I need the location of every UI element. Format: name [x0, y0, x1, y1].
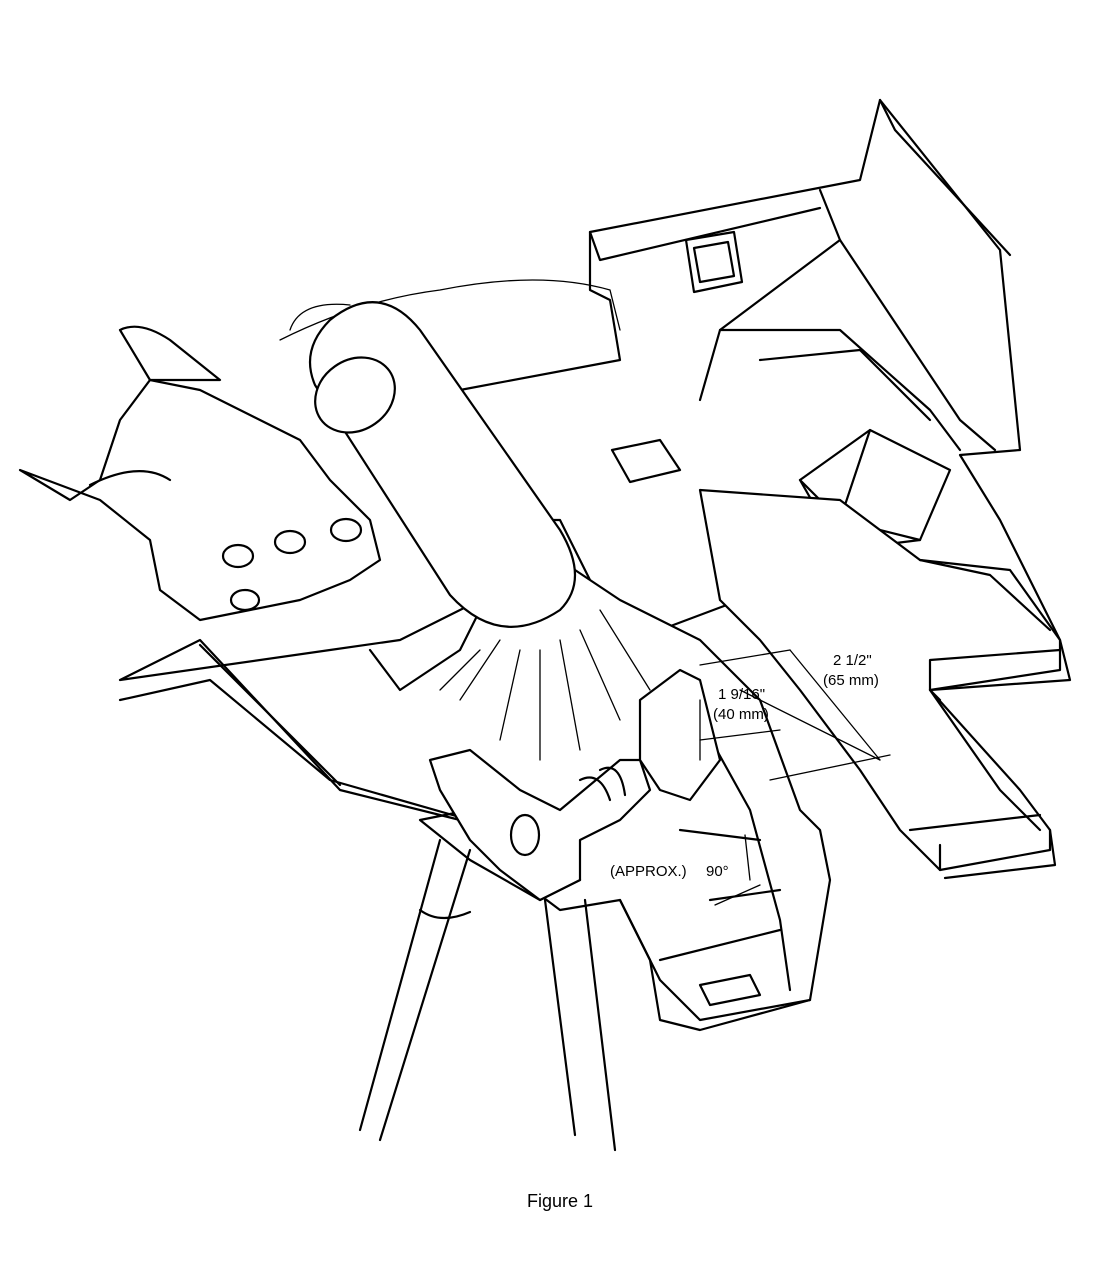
slot-hole-lower — [698, 973, 762, 1007]
slot-hole-mid — [610, 438, 682, 484]
impact-lines — [439, 609, 651, 761]
approx-label: (APPROX.) — [610, 863, 687, 880]
slot-hole-upper — [684, 230, 744, 294]
dim-inner-inches: 1 9/16" — [718, 686, 766, 703]
dim-outer-mm: (65 mm) — [823, 672, 879, 689]
dim-outer-inches: 2 1/2" — [833, 652, 872, 669]
angle-label: 90° — [706, 863, 729, 880]
frame-rail — [698, 488, 1062, 880]
dim-inner-mm: (40 mm) — [713, 706, 769, 723]
figure-caption: Figure 1 — [526, 1191, 594, 1211]
dimension-lines — [699, 649, 891, 906]
hand-with-dolly — [18, 301, 577, 628]
